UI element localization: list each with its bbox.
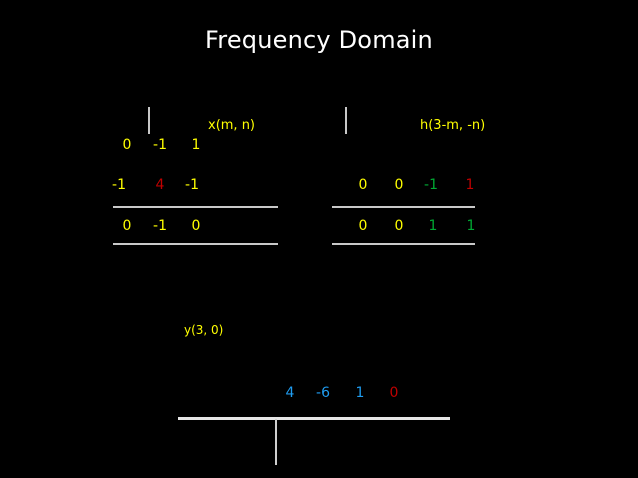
left-grid-cell-r2c2: 0 [191,218,201,234]
right-grid-cell-r0c0: 0 [358,177,368,193]
right-grid-label: h(3-m, -n) [420,118,486,133]
left-grid-cell-r1c1: 4 [155,177,165,193]
output-value-3: 0 [389,385,399,401]
left-grid-cell-r0c2: 1 [191,137,201,153]
output-value-2: 1 [355,385,365,401]
right-grid-cell-r0c1: 0 [394,177,404,193]
right-grid-cell-r1c0: 0 [358,218,368,234]
left-grid-cell-r0c0: 0 [122,137,132,153]
left-grid-cell-r1c2: -1 [185,177,199,193]
output-axis-horizontal [178,417,450,420]
right-grid-cell-r1c3: 1 [466,218,476,234]
left-grid-cell-r0c1: -1 [153,137,167,153]
right-grid-cell-r1c2: 1 [428,218,438,234]
output-value-1: -6 [316,385,330,401]
output-axis-vertical [275,419,277,465]
right-grid-rule-top [332,206,475,208]
right-grid-cell-r0c2: -1 [424,177,438,193]
output-value-0: 4 [285,385,295,401]
right-grid-axis-tick [345,107,347,134]
left-grid-cell-r2c0: 0 [122,218,132,234]
output-label: y(3, 0) [184,323,224,337]
left-grid-rule-bottom [113,243,278,245]
page-title: Frequency Domain [205,26,433,54]
right-grid-rule-bottom [332,243,475,245]
left-grid-cell-r2c1: -1 [153,218,167,234]
left-grid-label: x(m, n) [208,118,256,133]
left-grid-axis-tick [148,107,150,134]
left-grid-cell-r1c0: -1 [112,177,126,193]
right-grid-cell-r0c3: 1 [465,177,475,193]
right-grid-cell-r1c1: 0 [394,218,404,234]
left-grid-rule-top [113,206,278,208]
